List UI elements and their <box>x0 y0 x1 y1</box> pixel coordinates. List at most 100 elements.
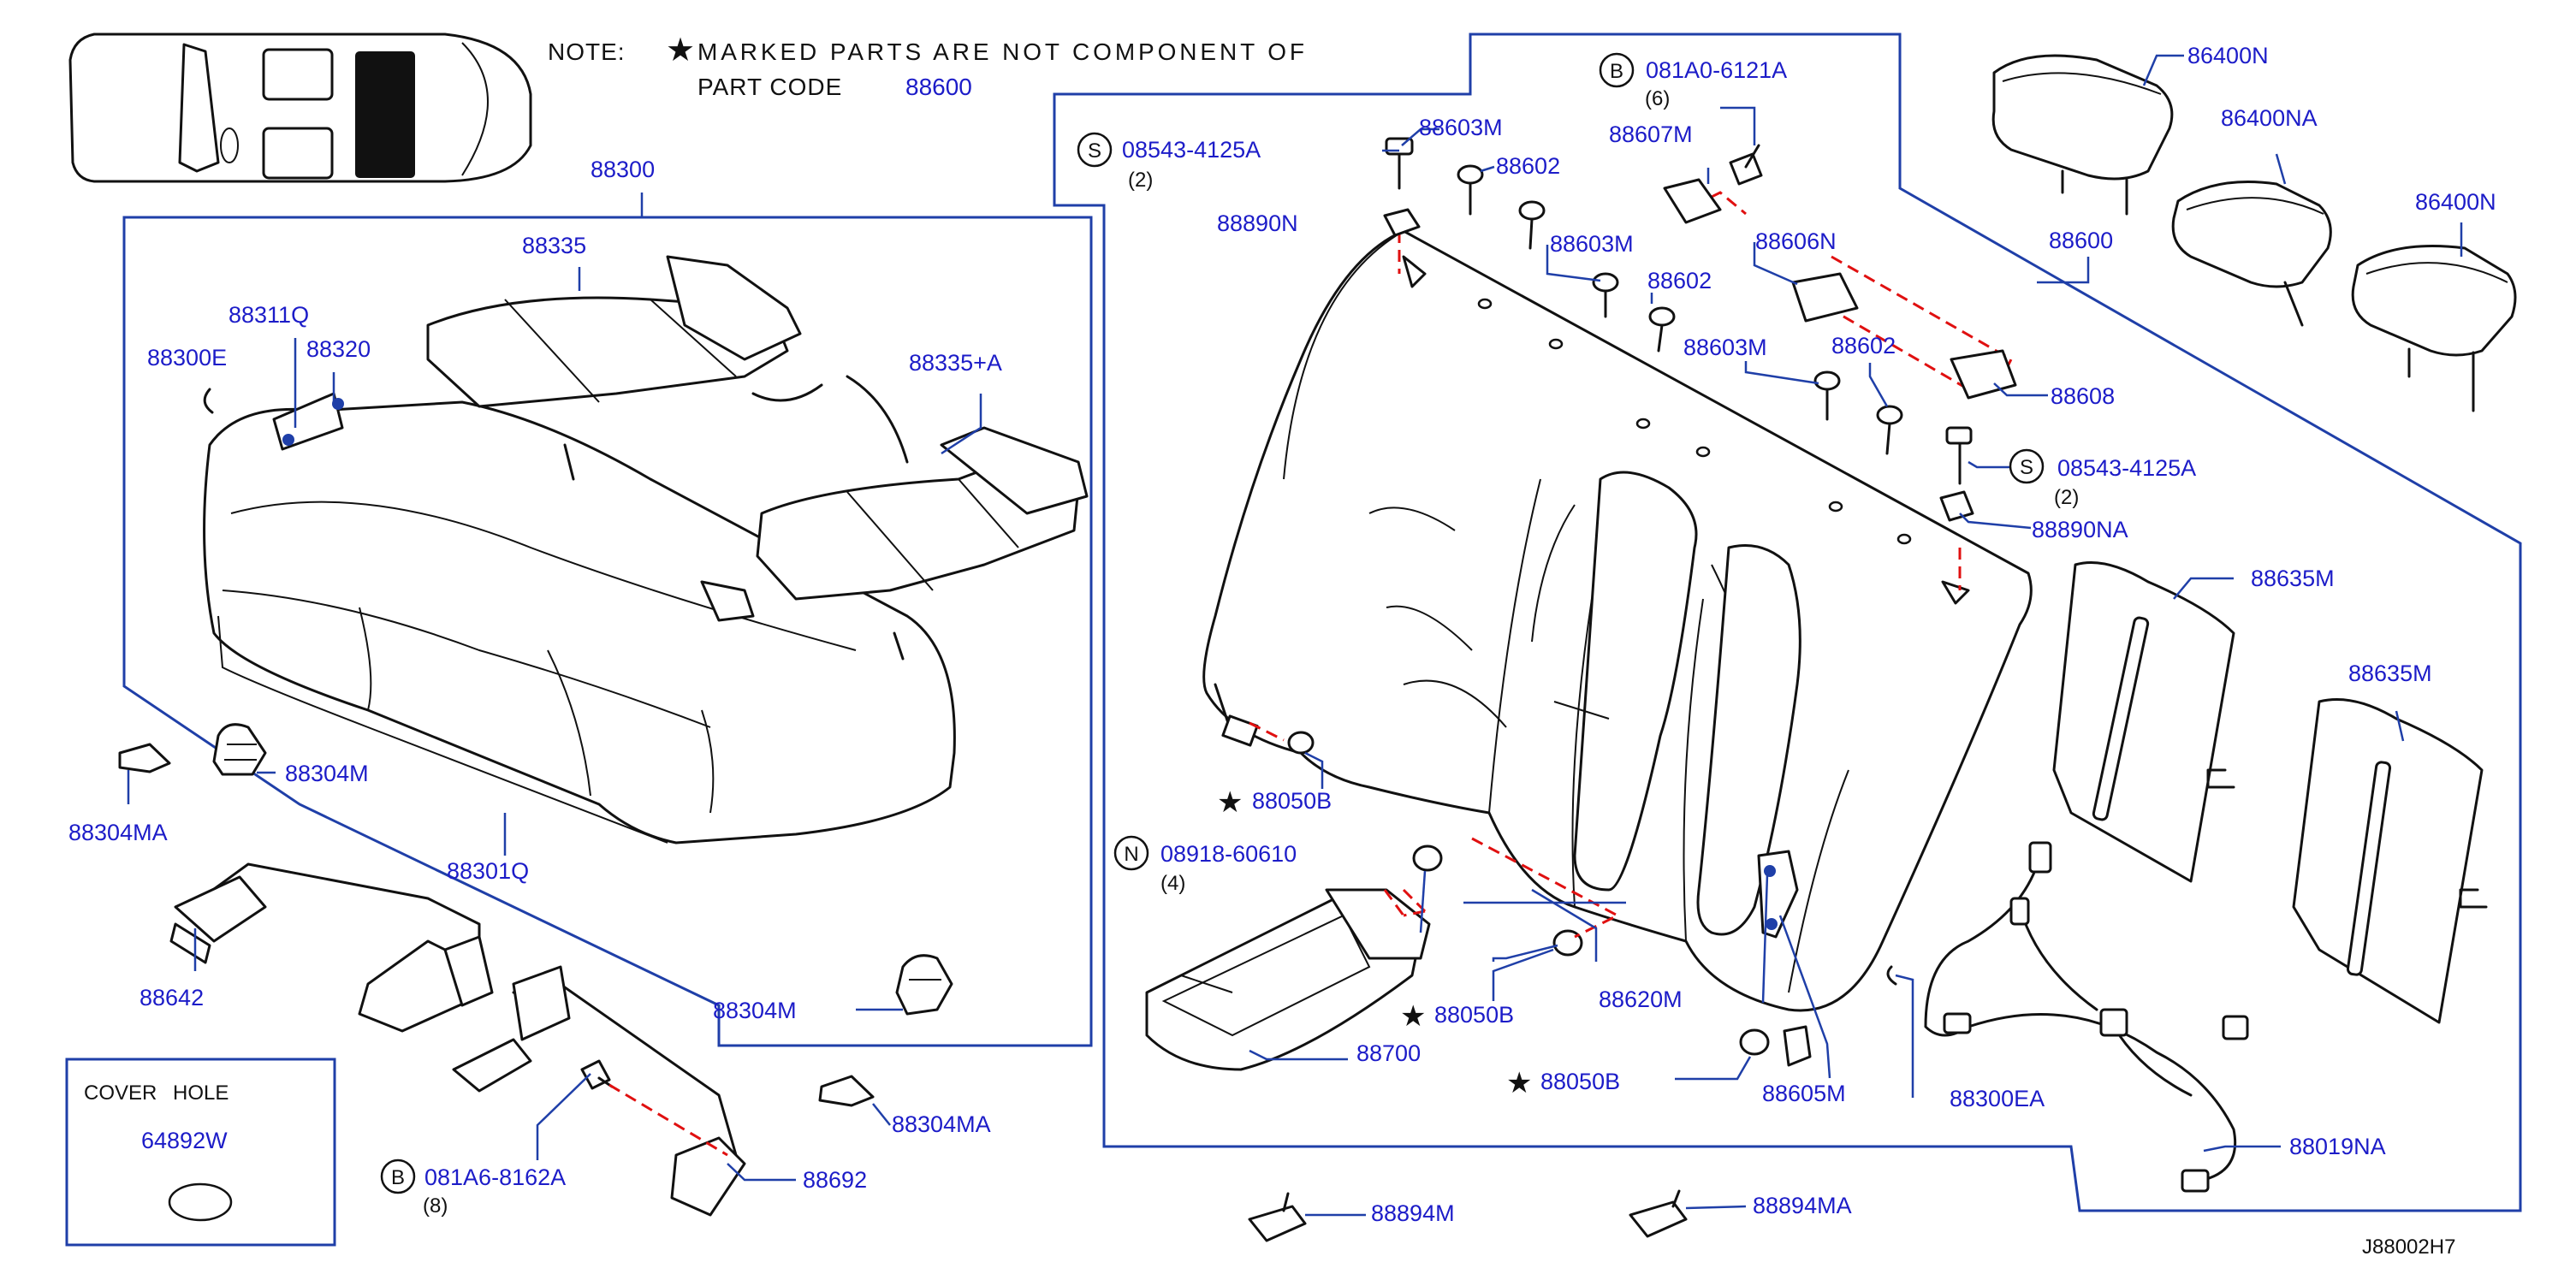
label-86400n-a: 86400N <box>2187 43 2269 68</box>
hook-88300e <box>203 388 214 414</box>
seat-back <box>1202 229 2033 1012</box>
clip-88603m-a <box>1457 164 1484 216</box>
label-88603m-b: 88603M <box>1550 231 1634 257</box>
headrest-86400n-a <box>1991 54 2174 216</box>
label-88606n: 88606N <box>1755 228 1837 254</box>
note-line1: MARKED PARTS ARE NOT COMPONENT OF <box>697 39 1305 65</box>
stars: ★ ★ ★ <box>1217 786 1532 1099</box>
label-08543-b: 08543-4125A <box>2057 455 2196 481</box>
note-block: NOTE: ★ MARKED PARTS ARE NOT COMPONENT O… <box>548 33 1305 100</box>
clip-88603m-b <box>1592 272 1619 318</box>
cushion-pad-88335a <box>751 375 1089 601</box>
clip-88602-c <box>1876 405 1903 455</box>
star-icon-b: ★ <box>1400 1000 1426 1033</box>
screw-08543-b <box>1945 426 1973 485</box>
frame-88600 <box>1053 33 2522 1212</box>
label-88300: 88300 <box>591 157 655 182</box>
pad-88635m-b <box>2292 698 2488 1024</box>
hinge-left <box>1214 683 1259 747</box>
bracket-88608 <box>1950 349 2017 400</box>
label-88642: 88642 <box>139 985 204 1010</box>
label-88692: 88692 <box>803 1167 867 1193</box>
label-88602-b: 88602 <box>1647 268 1712 293</box>
circle-b-b <box>380 1158 416 1194</box>
screw-08543-a <box>1385 137 1414 190</box>
clip-88311q <box>272 392 344 451</box>
label-88607m: 88607M <box>1609 121 1693 147</box>
circle-s-b <box>2009 448 2045 484</box>
label-88300ea: 88300EA <box>1950 1086 2045 1111</box>
bracket-88606n <box>1791 272 1859 323</box>
circle-s-b-text: S <box>2020 456 2033 479</box>
clip-88894m <box>1248 1192 1307 1242</box>
label-88635m-b: 88635M <box>2348 661 2432 686</box>
label-08918-60610: 08918-60610 <box>1160 841 1297 867</box>
lock-88605m <box>1783 1025 1812 1067</box>
bracket-88607m <box>1663 178 1722 224</box>
star-icon: ★ <box>666 33 695 68</box>
label-88300e: 88300E <box>147 345 227 370</box>
star-icon-a: ★ <box>1217 786 1243 819</box>
label-88304m-b: 88304M <box>713 998 797 1023</box>
circle-n <box>1113 835 1149 871</box>
label-88890n: 88890N <box>1217 210 1298 236</box>
circle-b-a <box>1599 52 1635 88</box>
label-88019na: 88019NA <box>2289 1134 2386 1159</box>
label-88608: 88608 <box>2051 383 2115 409</box>
headrest-86400na <box>2171 181 2332 327</box>
headrest-86400n-b <box>2351 245 2517 412</box>
label-88050b-c: 88050B <box>1540 1069 1620 1094</box>
pad-88635m-a <box>2052 561 2235 883</box>
note-prefix: NOTE: <box>548 39 626 65</box>
label-88335: 88335 <box>522 233 586 258</box>
label-08543-b-qty: (2) <box>2054 486 2079 509</box>
circle-s-a-text: S <box>1088 139 1101 163</box>
seat-cushion <box>203 400 956 844</box>
label-88311q: 88311Q <box>229 302 309 328</box>
label-88301q: 88301Q <box>447 858 529 884</box>
circle-s-a <box>1077 132 1113 168</box>
hook-88300ea <box>1886 965 1897 986</box>
clip-88894ma <box>1629 1189 1688 1238</box>
circle-letters: S B S N B <box>380 52 2045 1194</box>
leader-lines <box>127 54 2463 1217</box>
clip-88890na <box>1939 490 1974 522</box>
label-88700: 88700 <box>1356 1040 1421 1066</box>
cushion-pad-88335 <box>426 255 802 408</box>
label-88635m-a: 88635M <box>2251 566 2335 591</box>
cover-hole-box <box>65 1058 336 1247</box>
label-081a6-qty: (8) <box>423 1194 448 1218</box>
note-line2: PART CODE <box>697 74 842 100</box>
label-88620m: 88620M <box>1599 987 1683 1012</box>
label-88050b-a: 88050B <box>1252 788 1332 814</box>
armrest-88700 <box>1145 888 1431 1071</box>
label-88304ma-b: 88304MA <box>892 1111 991 1137</box>
label-88304m-a: 88304M <box>285 761 369 786</box>
clip-88602-b <box>1648 306 1676 353</box>
label-86400na: 86400NA <box>2221 105 2318 131</box>
star-icon-c: ★ <box>1506 1067 1532 1099</box>
wire-frame-88642 <box>169 862 746 1217</box>
bracket-88304m-b <box>895 954 953 1016</box>
diagram-id: J88002H7 <box>2362 1235 2455 1259</box>
label-88603m-c: 88603M <box>1683 335 1767 360</box>
bolt-081a0 <box>1729 144 1763 186</box>
label-88894ma: 88894MA <box>1753 1193 1852 1218</box>
label-88605m: 88605M <box>1762 1081 1846 1106</box>
cap-88304ma-a <box>118 743 171 773</box>
harness-88019na <box>1924 841 2249 1193</box>
frame-88300 <box>122 216 1093 1047</box>
label-88335a: 88335+A <box>909 350 1002 376</box>
cover-hole-title: COVER HOLE <box>84 1081 229 1105</box>
cap-88304ma-b <box>818 1075 875 1107</box>
label-08918-qty: (4) <box>1160 872 1185 895</box>
label-081a0-6121a: 081A0-6121A <box>1646 57 1787 83</box>
clip-88602-a <box>1518 200 1546 250</box>
label-88320: 88320 <box>306 336 371 362</box>
label-08543-a-qty: (2) <box>1128 169 1153 192</box>
label-88890na: 88890NA <box>2032 517 2128 542</box>
label-88600: 88600 <box>2049 228 2113 253</box>
label-88602-c: 88602 <box>1831 333 1896 358</box>
grommets <box>1287 731 1770 1056</box>
